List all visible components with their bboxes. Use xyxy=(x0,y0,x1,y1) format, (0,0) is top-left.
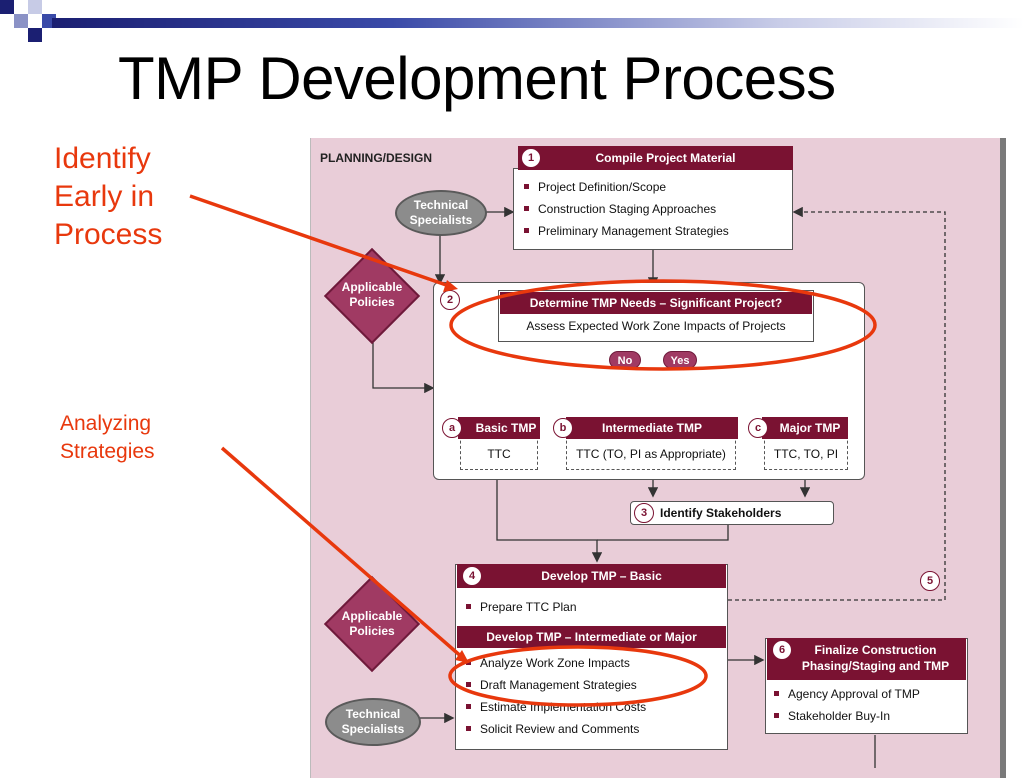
step1-header: Compile Project Material xyxy=(518,146,793,170)
corner-square-4 xyxy=(28,28,42,42)
step4-advanced-item: Draft Management Strategies xyxy=(462,674,646,696)
option-b-letter: b xyxy=(553,418,573,438)
step6-number: 6 xyxy=(772,640,792,660)
step4-advanced-item: Solicit Review and Comments xyxy=(462,718,646,740)
step6-item: Agency Approval of TMP xyxy=(770,683,920,705)
corner-square-2 xyxy=(14,14,28,28)
option-a-content: TTC xyxy=(487,447,511,461)
annotation-analyzing-strategies: Analyzing Strategies xyxy=(60,410,200,466)
option-c-header: Major TMP xyxy=(762,417,848,439)
step4-header: Develop TMP – Basic xyxy=(457,564,726,588)
step6-title-line: Phasing/Staging and TMP xyxy=(801,659,950,673)
option-c-letter: c xyxy=(748,418,768,438)
step6-list: Agency Approval of TMP Stakeholder Buy-I… xyxy=(770,683,920,727)
diamond-line: Policies xyxy=(349,295,395,309)
option-a-letter: a xyxy=(442,418,462,438)
step6-title-line: Finalize Construction xyxy=(814,643,937,657)
step4-advanced-list: Analyze Work Zone Impacts Draft Manageme… xyxy=(462,652,646,740)
corner-square-1 xyxy=(0,0,14,14)
step1-item: Project Definition/Scope xyxy=(520,176,729,198)
step4-number: 4 xyxy=(462,566,482,586)
step6-header: Finalize Construction Phasing/Staging an… xyxy=(767,638,966,680)
step4-basic-item: Prepare TTC Plan xyxy=(462,596,577,618)
annotation-line: Early in xyxy=(54,180,155,213)
annotation-line: Strategies xyxy=(60,440,155,463)
panel-edge xyxy=(1000,138,1006,778)
slide-title: TMP Development Process xyxy=(118,45,836,112)
corner-square-3 xyxy=(28,0,42,14)
diamond-line: Policies xyxy=(349,624,395,638)
step3-number: 3 xyxy=(634,503,654,523)
step4-header-2: Develop TMP – Intermediate or Major xyxy=(457,626,726,648)
technical-specialists-bottom: Technical Specialists xyxy=(325,698,421,746)
oval-line: Specialists xyxy=(409,213,473,227)
option-c-content: TTC, TO, PI xyxy=(773,447,839,461)
annotation-identify-early: Identify Early in Process xyxy=(54,140,194,254)
step3-box xyxy=(630,501,834,525)
oval-line: Specialists xyxy=(341,722,405,736)
step1-number: 1 xyxy=(521,148,541,168)
option-a-header: Basic TMP xyxy=(458,417,540,439)
annotation-line: Identify xyxy=(54,142,151,175)
step2-subtitle: Assess Expected Work Zone Impacts of Pro… xyxy=(526,319,786,333)
option-b-content: TTC (TO, PI as Appropriate) xyxy=(576,447,726,461)
diamond-line: Applicable xyxy=(341,280,403,294)
step2-number: 2 xyxy=(440,290,460,310)
applicable-policies-bottom-label: Applicable Policies xyxy=(327,609,417,639)
step2-no: No xyxy=(609,351,641,369)
step3-title: Identify Stakeholders xyxy=(660,506,782,520)
option-b-header: Intermediate TMP xyxy=(566,417,738,439)
step4-basic-list: Prepare TTC Plan xyxy=(462,596,577,618)
step1-list: Project Definition/Scope Construction St… xyxy=(520,176,729,242)
step5-number: 5 xyxy=(920,571,940,591)
step1-item: Construction Staging Approaches xyxy=(520,198,729,220)
applicable-policies-top-label: Applicable Policies xyxy=(327,280,417,310)
oval-line: Technical xyxy=(413,198,469,212)
step2-yes: Yes xyxy=(663,351,697,369)
step6-item: Stakeholder Buy-In xyxy=(770,705,920,727)
step4-advanced-item: Estimate Implementation Costs xyxy=(462,696,646,718)
section-label: PLANNING/DESIGN xyxy=(320,151,433,165)
annotation-line: Process xyxy=(54,218,163,251)
title-bar xyxy=(52,18,1024,28)
diamond-line: Applicable xyxy=(341,609,403,623)
step2-header: Determine TMP Needs – Significant Projec… xyxy=(500,292,812,314)
annotation-line: Analyzing xyxy=(60,412,152,435)
step1-item: Preliminary Management Strategies xyxy=(520,220,729,242)
technical-specialists-top: Technical Specialists xyxy=(395,190,487,236)
step4-advanced-item: Analyze Work Zone Impacts xyxy=(462,652,646,674)
oval-line: Technical xyxy=(345,707,401,721)
